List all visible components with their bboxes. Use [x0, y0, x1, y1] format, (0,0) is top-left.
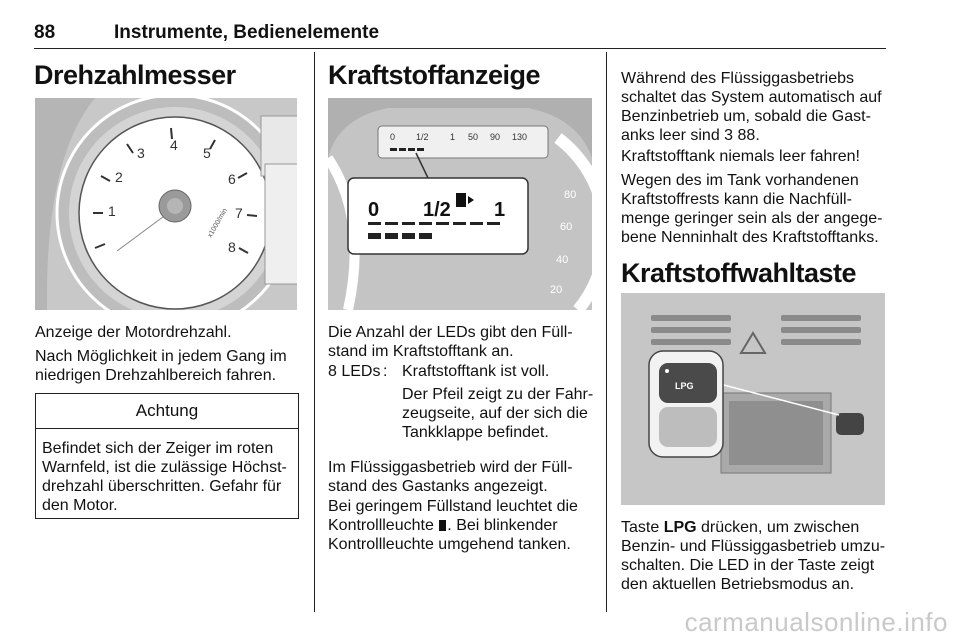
fuel-zero-label: 0 [368, 199, 379, 221]
paragraph: Anzeige der Motordrehzahl. [35, 324, 232, 341]
warning-box: Achtung Befindet sich der Zeiger im rote… [35, 393, 299, 519]
paragraph-text: Bei geringem Füllstand leuchtet die Kont… [328, 498, 578, 534]
lpg-button-illustration-icon: LPG [621, 293, 885, 505]
warning-title: Achtung [36, 394, 298, 429]
gauge-number: 8 [228, 239, 236, 255]
lpg-button-figure: LPG [621, 293, 885, 505]
lpg-button-label: LPG [675, 381, 694, 391]
svg-text:40: 40 [556, 254, 568, 266]
definition-term: 8 LEDs [328, 363, 381, 380]
section-heading-kraftstoffanzeige: Kraftstoffanzeige [328, 60, 541, 90]
scale-label: 130 [512, 132, 527, 142]
paragraph-text: . Bei blinkender Kontrollleuchte umgehen… [328, 517, 571, 553]
gauge-number: 3 [137, 145, 145, 161]
paragraph: Wegen des im Tank vorhandenen Kraftstoff… [621, 172, 883, 246]
paragraph: Die Anzahl der LEDs gibt den Füll-stand … [328, 324, 573, 360]
fuel-scale-label: 1/2 [416, 132, 429, 142]
paragraph-text: drücken, um zwischen Benzin- und Flüssig… [621, 519, 886, 593]
gauge-number: 6 [228, 171, 236, 187]
scale-label: 50 [468, 132, 478, 142]
svg-text:60: 60 [560, 221, 572, 233]
svg-text:80: 80 [564, 189, 576, 201]
paragraph: Taste LPG drücken, um zwischen Benzin- u… [621, 518, 889, 594]
fuel-pump-arrow-icon [456, 193, 474, 207]
paragraph: Kraftstofftank niemals leer fahren! [621, 148, 860, 165]
svg-text:20: 20 [550, 284, 562, 296]
column-divider [606, 52, 607, 612]
fuel-scale-label: 1 [450, 132, 455, 142]
definition-colon: : [383, 363, 388, 380]
fuel-full-label: 1 [494, 199, 505, 221]
fuel-pump-icon [439, 520, 447, 531]
definition-description: Kraftstofftank ist voll. [402, 363, 550, 380]
watermark: carmanualsonline.info [684, 607, 948, 637]
gauge-number: 5 [203, 145, 211, 161]
paragraph: Nach Möglichkeit in jedem Gang im niedri… [35, 348, 287, 384]
column-divider [314, 52, 315, 612]
chapter-title: Instrumente, Bedienelemente [114, 22, 380, 43]
page-number: 88 [34, 22, 56, 43]
fuel-half-label: 1/2 [423, 199, 451, 221]
warning-text: Befindet sich der Zeiger im roten Warnfe… [42, 440, 287, 514]
lpg-button-name: LPG [663, 519, 697, 536]
gauge-number: 4 [170, 137, 178, 153]
page-reference: 88. [733, 127, 760, 144]
paragraph: Im Flüssiggasbetrieb wird der Füll-stand… [328, 459, 573, 495]
section-heading-kraftstoffwahltaste: Kraftstoffwahltaste [621, 258, 857, 288]
paragraph: Bei geringem Füllstand leuchtet die Kont… [328, 497, 598, 554]
fuel-gauge-figure: 0 1/2 1 50 90 130 20 40 60 80 0 1/2 1 [328, 98, 592, 310]
paragraph: Während des Flüssiggasbetriebs schaltet … [621, 69, 889, 145]
fuel-gauge-illustration-icon: 0 1/2 1 50 90 130 20 40 60 80 0 1/2 1 [328, 98, 592, 310]
page-header: 88 Instrumente, Bedienelemente [34, 18, 886, 49]
fuel-scale-label: 0 [390, 132, 395, 142]
paragraph-text: Taste [621, 519, 664, 536]
page-reference-icon: 3 [724, 127, 734, 144]
gauge-number: 1 [108, 203, 116, 219]
tachometer-figure: 1 2 3 4 5 6 7 8 x1000/min [35, 98, 297, 310]
section-heading-drehzahlmesser: Drehzahlmesser [34, 60, 236, 90]
gauge-number: 2 [115, 169, 123, 185]
scale-label: 90 [490, 132, 500, 142]
definition-description: Der Pfeil zeigt zu der Fahr-zeugseite, a… [402, 386, 594, 441]
paragraph-text: Während des Flüssiggasbetriebs schaltet … [621, 70, 882, 144]
tachometer-illustration-icon: 1 2 3 4 5 6 7 8 x1000/min [35, 98, 297, 310]
gauge-number: 7 [235, 205, 243, 221]
